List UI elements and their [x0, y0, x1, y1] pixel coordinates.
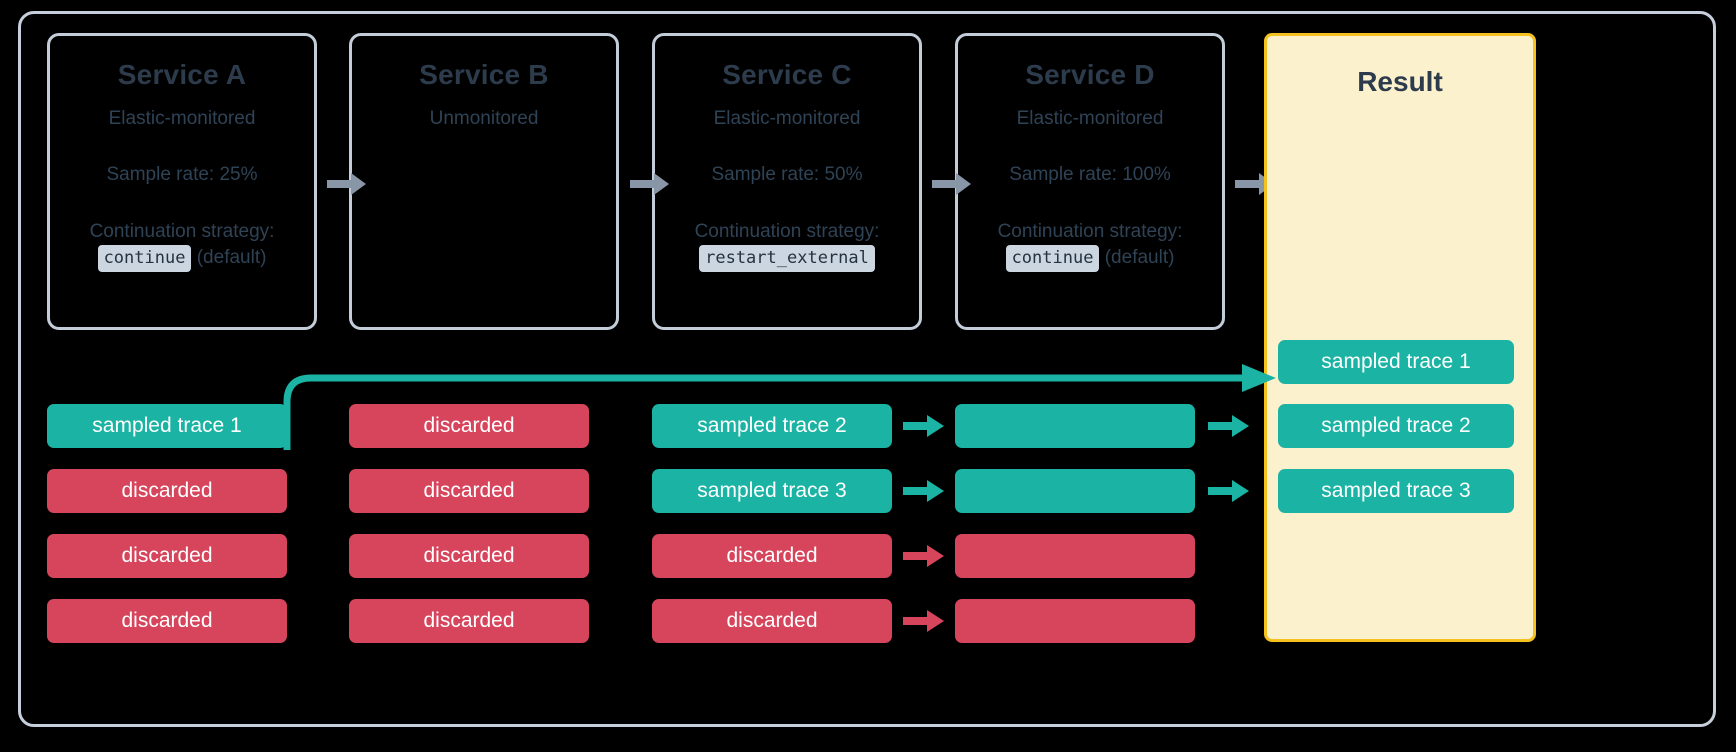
service-card-c: Service C Elastic-monitored Sample rate:…: [652, 33, 922, 330]
result-trace-pill-1: sampled trace 1: [1278, 340, 1514, 384]
arrow-right-icon-c-to-d: [932, 173, 971, 195]
arrow-right-icon-d1-to-result2: [1208, 415, 1249, 437]
service-c-strategy-code: restart_external: [699, 245, 875, 273]
service-card-a: Service A Elastic-monitored Sample rate:…: [47, 33, 317, 330]
service-c-strategy-label: Continuation strategy:: [655, 220, 919, 244]
service-d-strategy-row: continue (default): [958, 245, 1222, 273]
arrow-right-icon-b-to-c: [630, 173, 669, 195]
service-a-sample-rate: Sample rate: 25%: [106, 164, 258, 186]
trace-pill-a-4: discarded: [47, 599, 287, 643]
arrow-right-icon-c3-to-d3: [903, 545, 944, 567]
service-c-strategy-row: restart_external: [655, 245, 919, 273]
trace-pill-d-4: [955, 599, 1195, 643]
service-d-sample-rate: Sample rate: 100%: [1009, 164, 1171, 186]
trace-pill-b-2: discarded: [349, 469, 589, 513]
service-b-title: Service B: [419, 59, 549, 90]
service-card-d: Service D Elastic-monitored Sample rate:…: [955, 33, 1225, 330]
service-card-b: Service B Unmonitored: [349, 33, 619, 330]
trace-pill-a-3: discarded: [47, 534, 287, 578]
service-a-strategy-label-text: Continuation strategy:: [89, 221, 275, 243]
service-a-monitoring: Elastic-monitored: [108, 107, 256, 129]
trace-pill-c-1: sampled trace 2: [652, 404, 892, 448]
service-b-monitoring: Unmonitored: [429, 107, 539, 129]
result-trace-pill-2: sampled trace 2: [1278, 404, 1514, 448]
trace-pill-d-1: [955, 404, 1195, 448]
service-d-strategy-label-text: Continuation strategy:: [997, 221, 1183, 243]
trace-pill-a-2: discarded: [47, 469, 287, 513]
service-c-monitoring: Elastic-monitored: [713, 107, 861, 129]
trace-pill-c-4: discarded: [652, 599, 892, 643]
arrow-right-icon-c1-to-d1: [903, 415, 944, 437]
service-a-strategy-row: continue (default): [50, 245, 314, 273]
trace-pill-b-4: discarded: [349, 599, 589, 643]
trace-pill-d-3: [955, 534, 1195, 578]
result-trace-pill-3: sampled trace 3: [1278, 469, 1514, 513]
arrow-right-icon-d2-to-result3: [1208, 480, 1249, 502]
service-d-strategy-note: (default): [1104, 247, 1175, 269]
trace-pill-d-2: [955, 469, 1195, 513]
trace-pill-c-2: sampled trace 3: [652, 469, 892, 513]
service-d-monitoring: Elastic-monitored: [1016, 107, 1164, 129]
trace-pill-b-1: discarded: [349, 404, 589, 448]
diagram-outer-frame: [18, 11, 1716, 727]
curved-connector-a-to-result: [283, 364, 1276, 450]
arrow-right-icon-a-to-b: [327, 173, 366, 195]
trace-pill-b-3: discarded: [349, 534, 589, 578]
service-d-strategy-code: continue: [1005, 245, 1100, 273]
trace-pill-c-3: discarded: [652, 534, 892, 578]
service-a-strategy-label: Continuation strategy:: [50, 220, 314, 244]
arrow-right-icon-c2-to-d2: [903, 480, 944, 502]
service-a-strategy-code: continue: [97, 245, 192, 273]
result-panel: Result: [1264, 33, 1536, 642]
service-a-title: Service A: [117, 59, 247, 90]
service-d-title: Service D: [1025, 59, 1155, 90]
service-d-strategy-label: Continuation strategy:: [958, 220, 1222, 244]
arrow-right-icon-c4-to-d4: [903, 610, 944, 632]
trace-pill-a-1: sampled trace 1: [47, 404, 287, 448]
service-a-strategy-note: (default): [196, 247, 267, 269]
service-c-sample-rate: Sample rate: 50%: [711, 164, 863, 186]
result-title: Result: [1357, 66, 1443, 97]
service-c-title: Service C: [722, 59, 852, 90]
service-c-strategy-label-text: Continuation strategy:: [694, 221, 880, 243]
